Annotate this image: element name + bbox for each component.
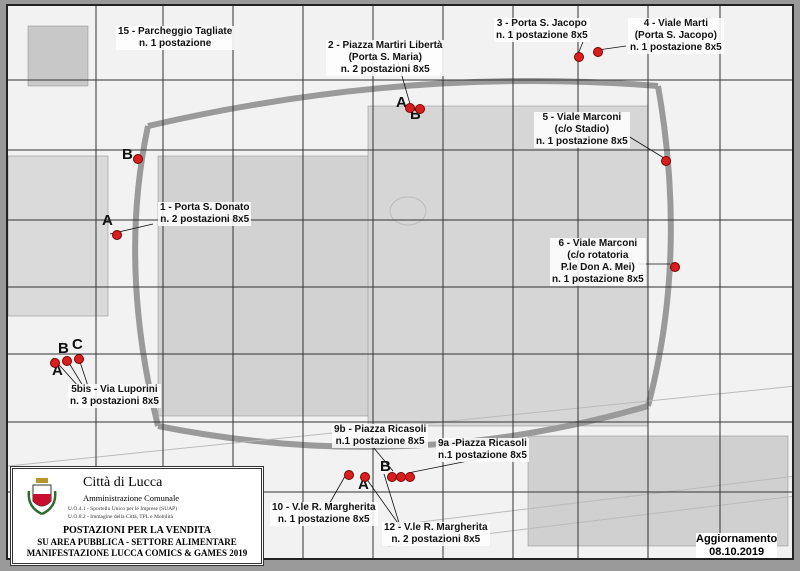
location-name: 15 - Parcheggio Tagliate	[118, 26, 233, 37]
marker-letter-b: B	[380, 458, 391, 475]
city-crest-icon	[27, 478, 57, 516]
marker-letter-c: C	[72, 336, 83, 353]
location-sub: P.le Don A. Mei)	[560, 262, 635, 273]
marker-letter-a: A	[396, 94, 407, 111]
marker-9a[interactable]	[405, 472, 415, 482]
marker-letter-b: B	[58, 340, 69, 357]
location-detail: n. 1 postazione 8x5	[277, 514, 370, 525]
update-label: Aggiornamento	[696, 533, 778, 545]
title-block: Città di Lucca Amministrazione Comunale …	[10, 466, 264, 566]
marker-5bis-c[interactable]	[74, 354, 84, 364]
location-name: 12 - V.le R. Margherita	[384, 522, 488, 533]
marker-letter-a: A	[102, 212, 113, 229]
label-5: 5 - Viale Marconi(c/o Stadio)n. 1 postaz…	[534, 112, 630, 148]
marker-10[interactable]	[344, 470, 354, 480]
heading-2: SU AREA PUBBLICA - SETTORE ALIMENTARE	[37, 537, 237, 547]
location-detail: n. 1 postazione 8x5	[536, 136, 628, 147]
city-name: Città di Lucca	[83, 475, 163, 490]
marker-4[interactable]	[593, 47, 603, 57]
location-detail: n.1 postazione 8x5	[438, 450, 527, 461]
update-date: 08.10.2019	[709, 546, 765, 558]
label-2: 2 - Piazza Martiri Libertà(Porta S. Mari…	[326, 40, 445, 76]
location-name: 5 - Viale Marconi	[542, 112, 622, 123]
location-name: 5bis - Via Luporini	[71, 384, 158, 395]
location-detail: n. 3 postazioni 8x5	[70, 396, 159, 407]
location-name: 6 - Viale Marconi	[558, 238, 638, 249]
marker-5bis-b[interactable]	[62, 356, 72, 366]
location-name: 2 - Piazza Martiri Libertà	[328, 40, 443, 51]
marker-letter-b: B	[410, 106, 421, 123]
heading-1: POSTAZIONI PER LA VENDITA	[62, 525, 212, 536]
location-name: 10 - V.le R. Margherita	[272, 502, 376, 513]
location-name: 9a -Piazza Ricasoli	[438, 438, 527, 449]
location-sub: (Porta S. Jacopo)	[634, 30, 717, 41]
location-detail: n. 1 postazione	[139, 38, 212, 49]
administration: Amministrazione Comunale	[83, 493, 180, 503]
location-sub: (c/o Stadio)	[554, 124, 610, 135]
location-sub: (Porta S. Maria)	[348, 52, 422, 63]
marker-3[interactable]	[574, 52, 584, 62]
location-detail: n. 1 postazione 8x5	[630, 42, 722, 53]
marker-letter-b: B	[122, 146, 133, 163]
heading-3: MANIFESTAZIONE LUCCA COMICS & GAMES 2019	[26, 548, 248, 558]
marker-5[interactable]	[661, 156, 671, 166]
location-detail: n. 1 postazione 8x5	[496, 30, 588, 41]
marker-letter-a: A	[358, 476, 369, 493]
location-name: 1 - Porta S. Donato	[160, 202, 250, 213]
location-detail: n.1 postazione 8x5	[335, 436, 425, 447]
location-name: 4 - Viale Marti	[643, 18, 708, 29]
location-detail: n. 2 postazioni 8x5	[340, 64, 430, 75]
office-2: U.O.8.2 - Immagine della Città, TPL e Mo…	[68, 514, 173, 520]
location-detail: n. 2 postazioni 8x5	[391, 534, 481, 545]
label-4: 4 - Viale Marti(Porta S. Jacopo)n. 1 pos…	[628, 18, 724, 54]
location-sub: (c/o rotatoria	[567, 250, 629, 261]
marker-2a[interactable]	[405, 103, 415, 113]
marker-5bis-a[interactable]	[50, 358, 60, 368]
location-name: 3 - Porta S. Jacopo	[496, 18, 587, 29]
marker-letter-a: A	[52, 362, 63, 379]
location-detail: n. 2 postazioni 8x5	[160, 214, 250, 225]
marker-2b[interactable]	[415, 104, 425, 114]
marker-1b[interactable]	[133, 154, 143, 164]
marker-1a[interactable]	[112, 230, 122, 240]
marker-12a[interactable]	[360, 472, 370, 482]
location-name: 9b - Piazza Ricasoli	[334, 424, 427, 435]
marker-6[interactable]	[670, 262, 680, 272]
location-detail: n. 1 postazione 8x5	[552, 274, 644, 285]
office-1: U.O.4.1 - Sportello Unico per le Imprese…	[68, 506, 178, 512]
